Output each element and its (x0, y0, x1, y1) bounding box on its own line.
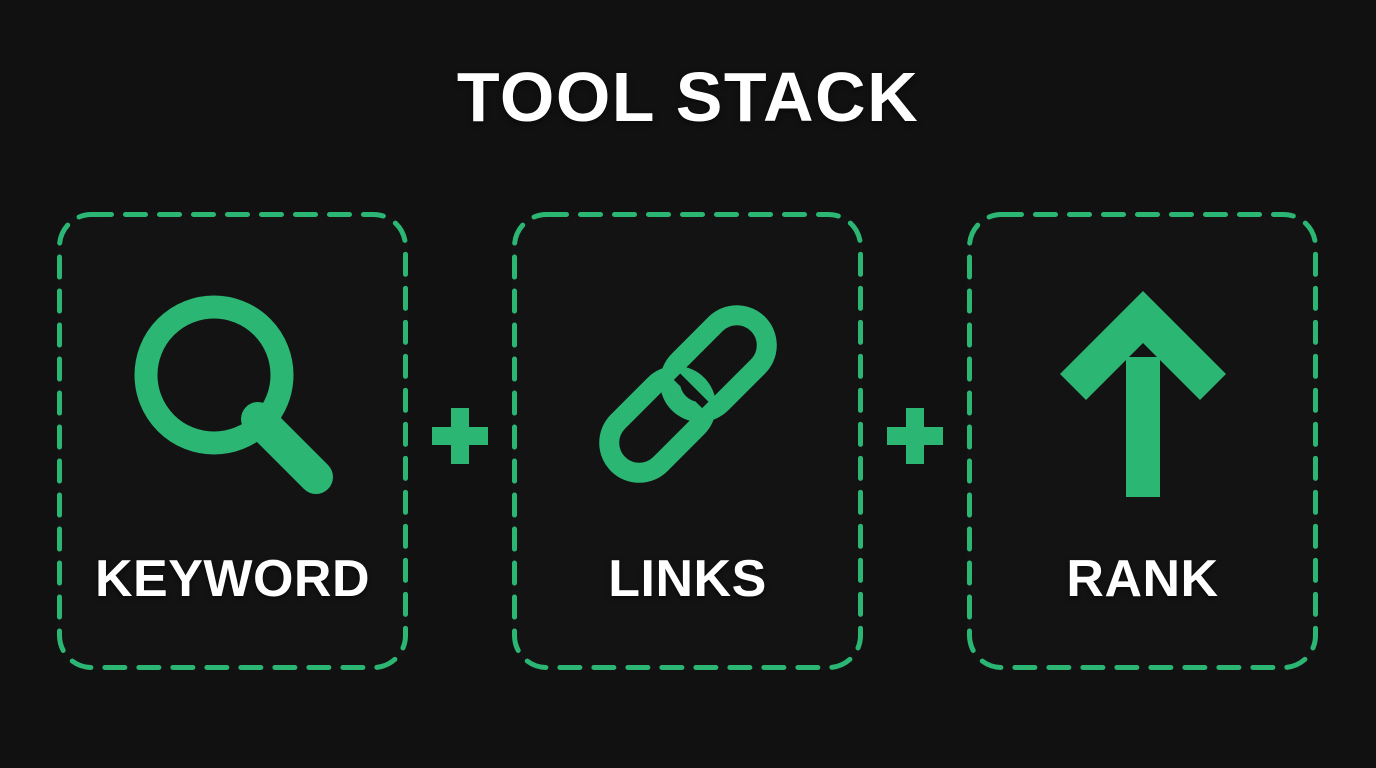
magnifying-glass-icon-wrap (57, 274, 408, 514)
chain-link-icon (598, 305, 777, 483)
tool-card-label-rank: RANK (1066, 550, 1219, 608)
plus-icon (432, 408, 488, 464)
tool-card-rank[interactable]: RANK (967, 212, 1318, 670)
plus-separator-2 (885, 406, 945, 466)
plus-separator-1 (430, 406, 490, 466)
page-title: TOOL STACK (456, 58, 920, 136)
tool-card-keyword[interactable]: KEYWORD (57, 212, 408, 670)
tool-card-label-links: LINKS (608, 550, 767, 608)
up-arrow-icon (1059, 291, 1226, 497)
chain-link-icon-wrap (512, 274, 863, 514)
up-arrow-icon-wrap (967, 274, 1318, 514)
tool-card-links[interactable]: LINKS (512, 212, 863, 670)
tool-card-label-keyword: KEYWORD (94, 550, 371, 608)
plus-icon (887, 408, 943, 464)
tool-cards-row: KEYWORD LINKS (57, 212, 1319, 670)
magnifying-glass-icon (134, 295, 333, 494)
